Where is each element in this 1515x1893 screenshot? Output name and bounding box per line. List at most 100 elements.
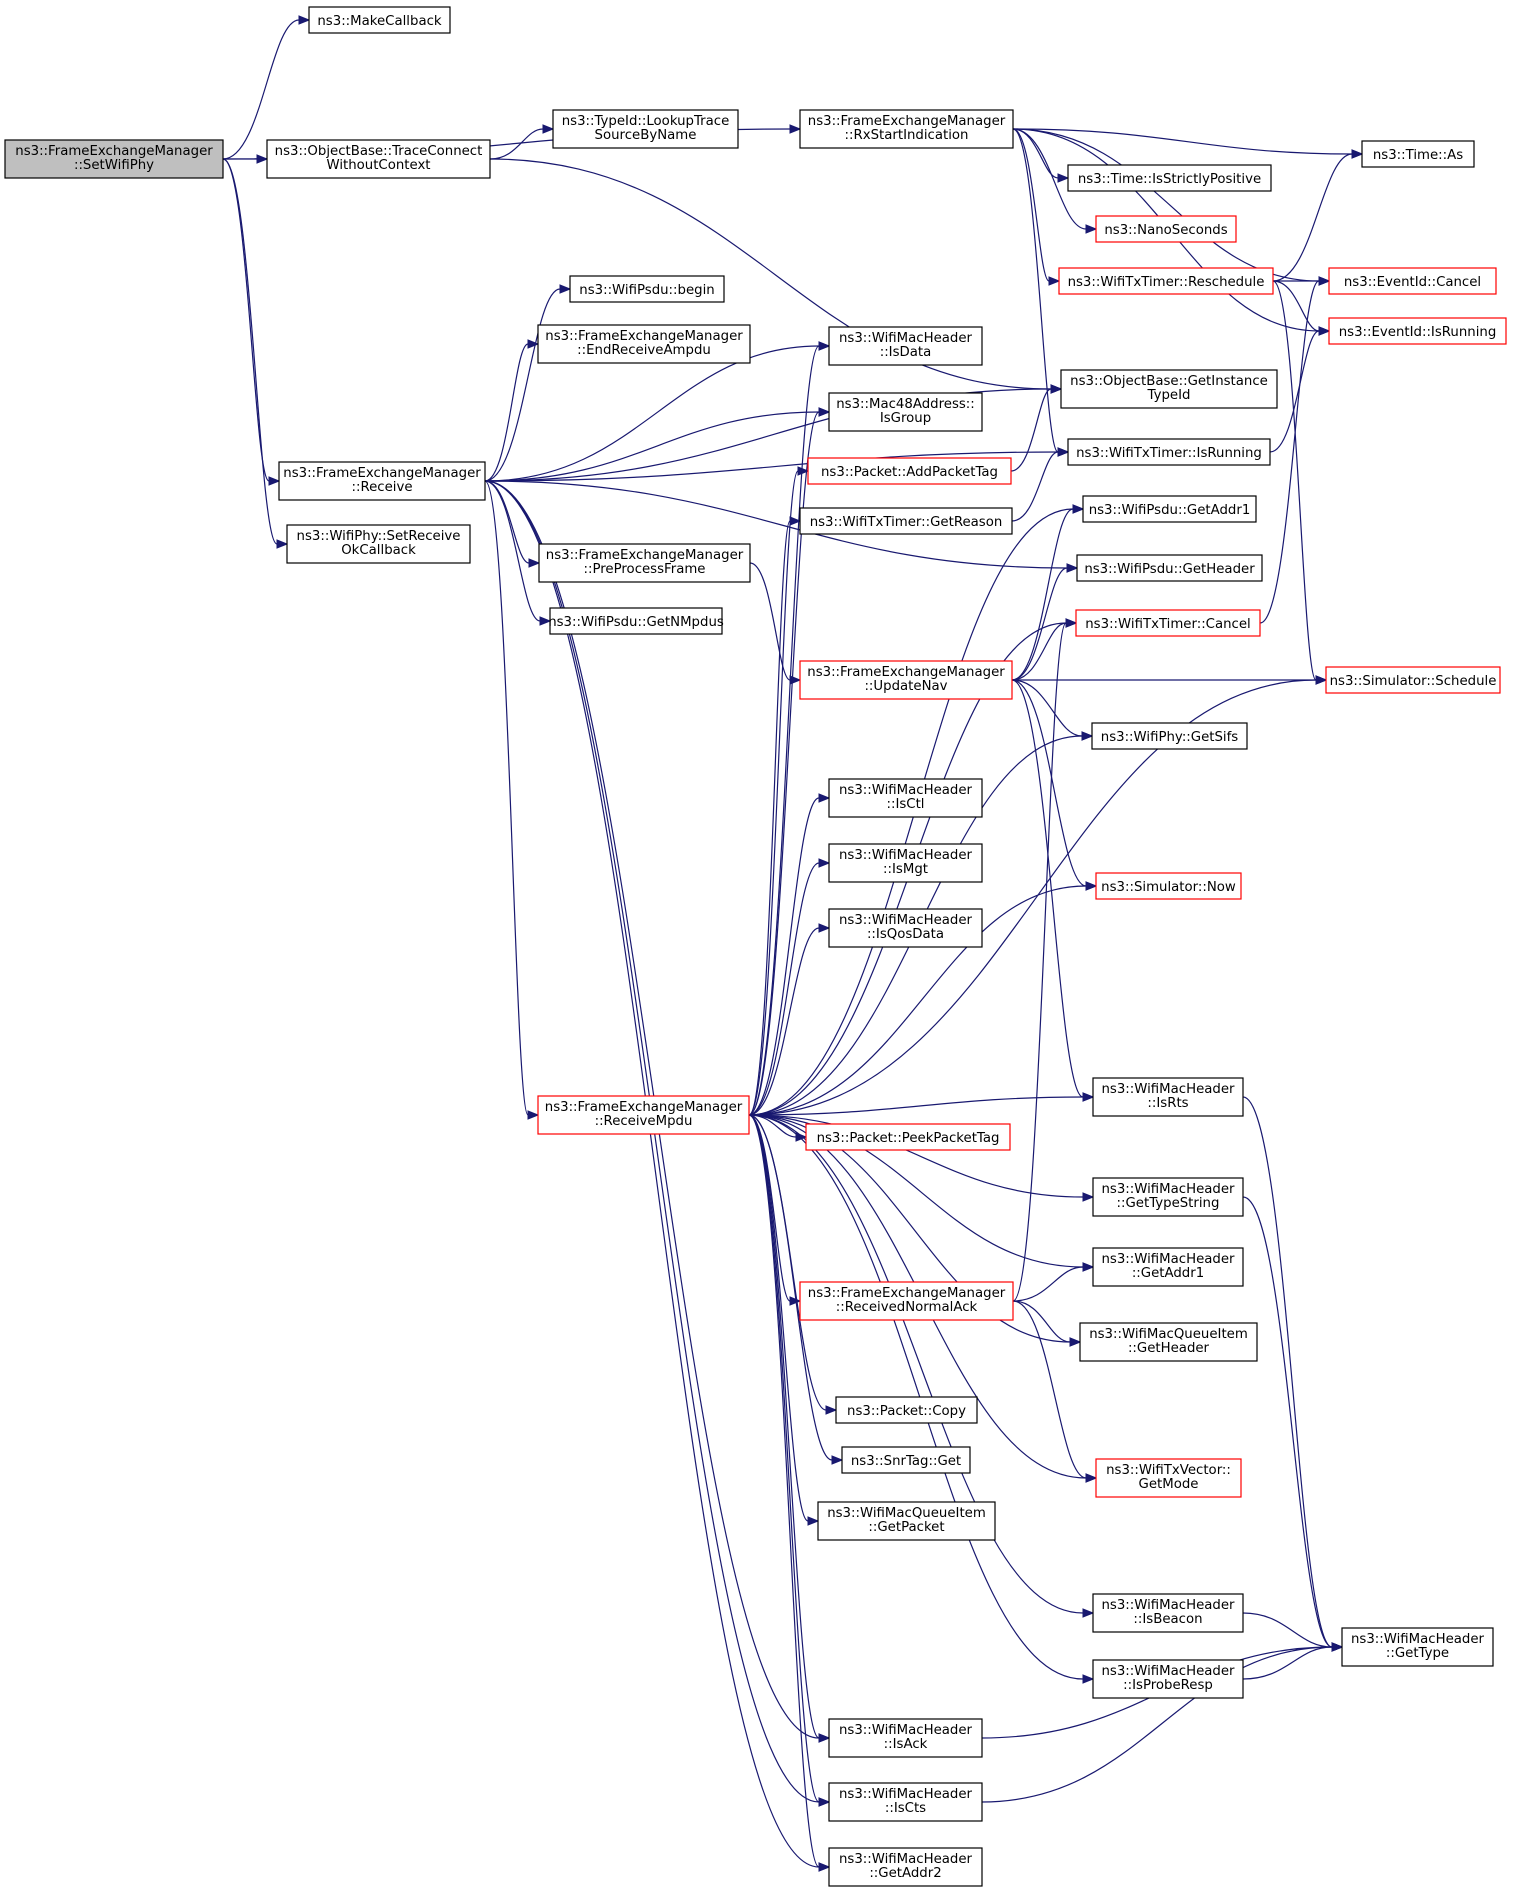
node-box bbox=[286, 524, 471, 564]
node-psdu_begin[interactable]: ns3::WifiPsdu::begin bbox=[569, 275, 725, 303]
node-recvnormalack[interactable]: ns3::FrameExchangeManager::ReceivedNorma… bbox=[799, 1281, 1014, 1321]
node-label: ns3::ObjectBase::TraceConnect bbox=[275, 144, 483, 159]
node-label: ns3::FrameExchangeManager bbox=[15, 144, 213, 159]
edge-traceconnect-to-lookuptrace bbox=[489, 124, 555, 160]
node-label: ns3::FrameExchangeManager bbox=[808, 1286, 1006, 1301]
node-box bbox=[828, 1718, 983, 1758]
node-box bbox=[552, 109, 739, 149]
node-eventid_running[interactable]: ns3::EventId::IsRunning bbox=[1328, 317, 1507, 345]
node-eventid_cancel[interactable]: ns3::EventId::Cancel bbox=[1328, 267, 1497, 295]
node-label: ns3::WifiMacHeader bbox=[1351, 1632, 1485, 1647]
node-label: ns3::WifiMacQueueItem bbox=[827, 1506, 986, 1521]
node-qitem_getpacket[interactable]: ns3::WifiMacQueueItem::GetPacket bbox=[817, 1501, 996, 1541]
node-label: ns3::FrameExchangeManager bbox=[546, 548, 744, 563]
node-hdr_isrts[interactable]: ns3::WifiMacHeader::IsRts bbox=[1092, 1077, 1244, 1117]
edge-receivempdu-to-hdr_ismgt bbox=[748, 858, 831, 1116]
edge-line bbox=[748, 470, 799, 1116]
node-hdr_isack[interactable]: ns3::WifiMacHeader::IsAck bbox=[828, 1718, 983, 1758]
node-psdu_getnmpdus[interactable]: ns3::WifiPsdu::GetNMpdus bbox=[548, 607, 724, 635]
node-nanoseconds[interactable]: ns3::NanoSeconds bbox=[1095, 215, 1237, 243]
node-label: ns3::MakeCallback bbox=[317, 14, 442, 29]
node-hdr_iscts[interactable]: ns3::WifiMacHeader::IsCts bbox=[828, 1782, 983, 1822]
edge-receivempdu-to-hdr_isrts bbox=[748, 1092, 1095, 1116]
node-txt_reschedule[interactable]: ns3::WifiTxTimer::Reschedule bbox=[1058, 267, 1274, 295]
node-sim_now[interactable]: ns3::Simulator::Now bbox=[1095, 872, 1242, 900]
node-label: ns3::Packet::PeekPacketTag bbox=[817, 1131, 1000, 1146]
node-hdr_isbeacon[interactable]: ns3::WifiMacHeader::IsBeacon bbox=[1092, 1593, 1244, 1633]
node-packet_copy[interactable]: ns3::Packet::Copy bbox=[835, 1396, 978, 1424]
edge-line bbox=[748, 1114, 820, 1803]
edge-rxstart-to-txt_reschedule bbox=[1012, 128, 1061, 286]
node-box bbox=[537, 324, 751, 364]
arrowhead-icon bbox=[1057, 173, 1070, 183]
node-txvector_getmode[interactable]: ns3::WifiTxVector::GetMode bbox=[1095, 1458, 1242, 1498]
edge-line bbox=[748, 679, 1317, 1116]
arrowhead-icon bbox=[1085, 881, 1098, 891]
edge-line bbox=[222, 19, 300, 160]
node-traceconnect[interactable]: ns3::ObjectBase::TraceConnectWithoutCont… bbox=[266, 139, 491, 179]
node-peekpackettag[interactable]: ns3::Packet::PeekPacketTag bbox=[805, 1123, 1011, 1151]
arrowhead-icon bbox=[831, 1455, 844, 1465]
edge-line bbox=[1242, 1196, 1333, 1648]
node-psdu_getaddr1[interactable]: ns3::WifiPsdu::GetAddr1 bbox=[1082, 495, 1257, 523]
node-label: ns3::Time::As bbox=[1373, 148, 1463, 163]
node-hdr_isproberesp[interactable]: ns3::WifiMacHeader::IsProbeResp bbox=[1092, 1659, 1244, 1699]
node-txt_isrunning[interactable]: ns3::WifiTxTimer::IsRunning bbox=[1067, 438, 1271, 466]
arrowhead-icon bbox=[795, 1132, 808, 1142]
node-box bbox=[1341, 1627, 1494, 1667]
node-label: WithoutContext bbox=[326, 158, 430, 173]
edges-layer bbox=[222, 15, 1364, 1872]
node-label: ns3::WifiMacHeader bbox=[839, 848, 973, 863]
node-hdr_getaddr2[interactable]: ns3::WifiMacHeader::GetAddr2 bbox=[828, 1847, 983, 1887]
node-addpackettag[interactable]: ns3::Packet::AddPacketTag bbox=[807, 457, 1012, 485]
node-time_pos[interactable]: ns3::Time::IsStrictlyPositive bbox=[1067, 164, 1272, 192]
arrowhead-icon bbox=[276, 539, 289, 549]
node-box bbox=[828, 1847, 983, 1887]
node-hdr_isqosdata[interactable]: ns3::WifiMacHeader::IsQosData bbox=[828, 908, 983, 948]
node-receivempdu[interactable]: ns3::FrameExchangeManager::ReceiveMpdu bbox=[537, 1095, 750, 1135]
node-hdr_ismgt[interactable]: ns3::WifiMacHeader::IsMgt bbox=[828, 843, 983, 883]
node-receive[interactable]: ns3::FrameExchangeManager::Receive bbox=[278, 461, 486, 501]
node-hdr_gettypestring[interactable]: ns3::WifiMacHeader::GetTypeString bbox=[1092, 1177, 1244, 1217]
edge-line bbox=[748, 1114, 1084, 1268]
edge-line bbox=[748, 862, 820, 1116]
node-endrecvampdu[interactable]: ns3::FrameExchangeManager::EndReceiveAmp… bbox=[537, 324, 751, 364]
edge-receivempdu-to-hdr_isack bbox=[748, 1114, 831, 1743]
node-txt_cancel[interactable]: ns3::WifiTxTimer::Cancel bbox=[1075, 609, 1261, 637]
node-label: ns3::Packet::AddPacketTag bbox=[821, 465, 998, 480]
node-sim_schedule[interactable]: ns3::Simulator::Schedule bbox=[1325, 666, 1501, 694]
node-box bbox=[1058, 267, 1274, 295]
arrowhead-icon bbox=[1331, 1642, 1344, 1652]
node-hdr_isctl[interactable]: ns3::WifiMacHeader::IsCtl bbox=[828, 778, 983, 818]
node-qitem_getheader[interactable]: ns3::WifiMacQueueItem::GetHeader bbox=[1079, 1322, 1258, 1362]
node-hdr_getaddr1[interactable]: ns3::WifiMacHeader::GetAddr1 bbox=[1092, 1247, 1244, 1287]
edge-line bbox=[748, 927, 820, 1116]
node-makecallback[interactable]: ns3::MakeCallback bbox=[308, 6, 451, 34]
node-txt_getreason[interactable]: ns3::WifiTxTimer::GetReason bbox=[799, 507, 1013, 535]
node-updatenav[interactable]: ns3::FrameExchangeManager::UpdateNav bbox=[799, 660, 1013, 700]
edge-receive-to-mac48_isgroup bbox=[484, 407, 831, 482]
edge-txt_reschedule-to-eventid_running bbox=[1272, 280, 1331, 336]
node-preprocess[interactable]: ns3::FrameExchangeManager::PreProcessFra… bbox=[538, 543, 751, 583]
node-psdu_getheader[interactable]: ns3::WifiPsdu::GetHeader bbox=[1076, 554, 1263, 582]
node-label: ns3::WifiTxVector:: bbox=[1106, 1463, 1231, 1478]
node-rxstart[interactable]: ns3::FrameExchangeManager::RxStartIndica… bbox=[799, 109, 1014, 149]
edge-receivempdu-to-hdr_getaddr2 bbox=[748, 1114, 831, 1872]
node-box bbox=[1092, 1177, 1244, 1217]
edge-line bbox=[489, 128, 544, 160]
node-label: ::Receive bbox=[351, 480, 412, 495]
edge-hdr_isbeacon-to-hdr_gettype bbox=[1242, 1612, 1344, 1652]
node-mac48_isgroup[interactable]: ns3::Mac48Address::IsGroup bbox=[828, 392, 983, 432]
node-time_as[interactable]: ns3::Time::As bbox=[1361, 140, 1475, 168]
arrowhead-icon bbox=[1318, 326, 1331, 336]
edge-line bbox=[748, 1114, 820, 1739]
node-hdr_isdata[interactable]: ns3::WifiMacHeader::IsData bbox=[828, 326, 983, 366]
node-snrtag_get[interactable]: ns3::SnrTag::Get bbox=[841, 1446, 971, 1474]
node-hdr_gettype[interactable]: ns3::WifiMacHeader::GetType bbox=[1341, 1627, 1494, 1667]
node-label: ns3::ObjectBase::GetInstance bbox=[1070, 374, 1268, 389]
node-box bbox=[828, 326, 983, 366]
node-phy_getsifs[interactable]: ns3::WifiPhy::GetSifs bbox=[1091, 722, 1248, 750]
